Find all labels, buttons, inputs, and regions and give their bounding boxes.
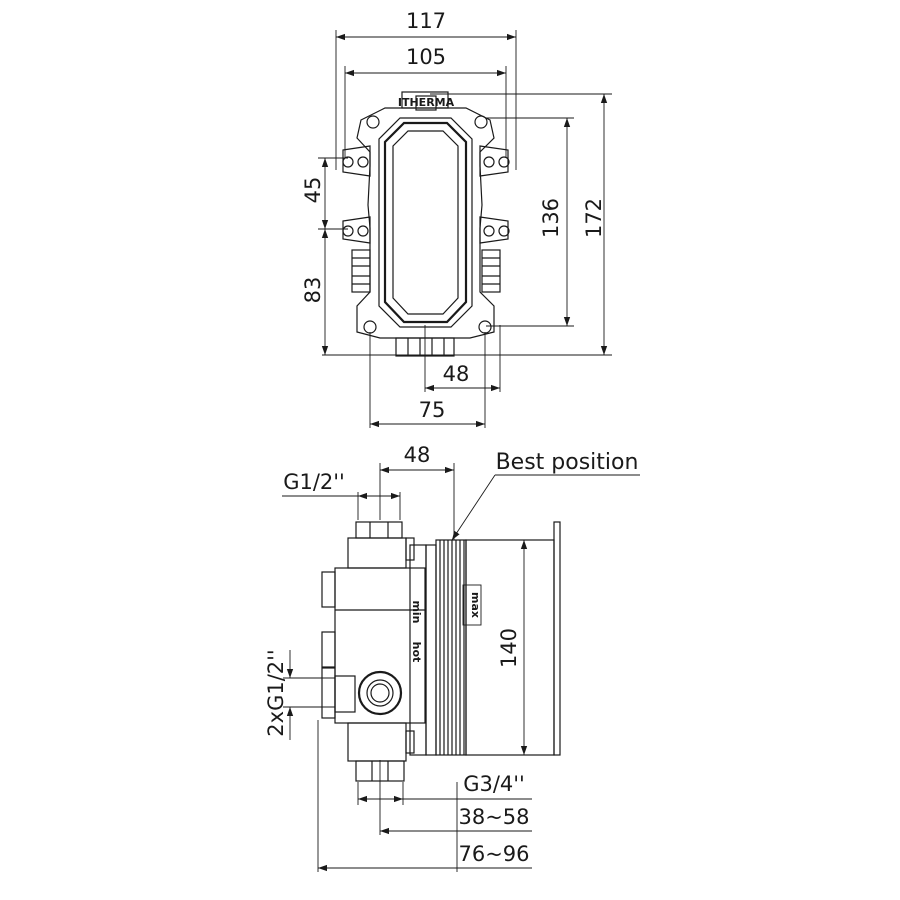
top-view-body: ITHERMA [342, 91, 510, 357]
dim-top-depth: 48 [404, 443, 431, 467]
hole-icon [342, 225, 354, 237]
ear-mid-left [342, 216, 371, 244]
top-view-extension-lines [318, 30, 612, 428]
max-label-box [462, 584, 482, 626]
side-view: 48 G1/2'' Best position 140 2xG1/2'' G3/… [264, 443, 640, 872]
dim-bottom-inner: 48 [443, 362, 470, 386]
bottom-outlet-nut [395, 337, 455, 357]
dim-height: 140 [497, 628, 521, 668]
hole-icon [363, 320, 377, 334]
hole-icon [357, 225, 369, 237]
dim-bottom-outer: 75 [419, 398, 446, 422]
dim-height-total: 172 [582, 198, 606, 238]
side-nut-left [351, 249, 371, 293]
logo-text: ITHERMA [398, 96, 455, 109]
hole-icon [498, 156, 510, 168]
dim-width-inner: 105 [406, 45, 446, 69]
dim-lower-spacing: 83 [301, 277, 325, 304]
hole-icon [483, 156, 495, 168]
dim-depth-small: 38~58 [458, 805, 529, 829]
dim-upper-spacing: 45 [301, 177, 325, 204]
side-inlet [321, 667, 403, 719]
top-bracket [401, 91, 449, 109]
hole-icon [478, 320, 492, 334]
top-view: 117 105 172 136 45 83 48 75 ITHERMA [301, 9, 612, 428]
dim-thread-bottom: G3/4'' [463, 772, 525, 796]
hot-label: hot [410, 642, 423, 663]
side-nut-right [481, 249, 501, 293]
dim-width-outer: 117 [406, 9, 446, 33]
min-label: min [410, 600, 423, 623]
hole-icon [483, 225, 495, 237]
side-view-body: min hot max [321, 521, 561, 782]
ear-mid-right [479, 216, 509, 244]
cover-plate [553, 521, 561, 756]
dim-depth-large: 76~96 [458, 842, 529, 866]
ear-upper-left [342, 145, 371, 177]
top-fitting [347, 521, 415, 569]
top-view-dimension-lines [321, 33, 608, 428]
best-position-label: Best position [496, 450, 639, 475]
dim-thread-top: G1/2'' [283, 470, 345, 494]
inlet-nut-icon [357, 670, 403, 716]
dim-thread-side: 2xG1/2'' [264, 649, 288, 736]
hole-icon [342, 156, 354, 168]
ribbed-sleeve [435, 539, 467, 756]
hole-icon [357, 156, 369, 168]
hole-icon [498, 225, 510, 237]
max-label: max [469, 592, 482, 618]
side-view-dimension-lines [282, 466, 640, 872]
hole-icon [474, 115, 488, 129]
bottom-fitting [347, 722, 415, 782]
dim-height-inner: 136 [539, 198, 563, 238]
hole-icon [366, 115, 380, 129]
ear-upper-right [479, 145, 509, 177]
